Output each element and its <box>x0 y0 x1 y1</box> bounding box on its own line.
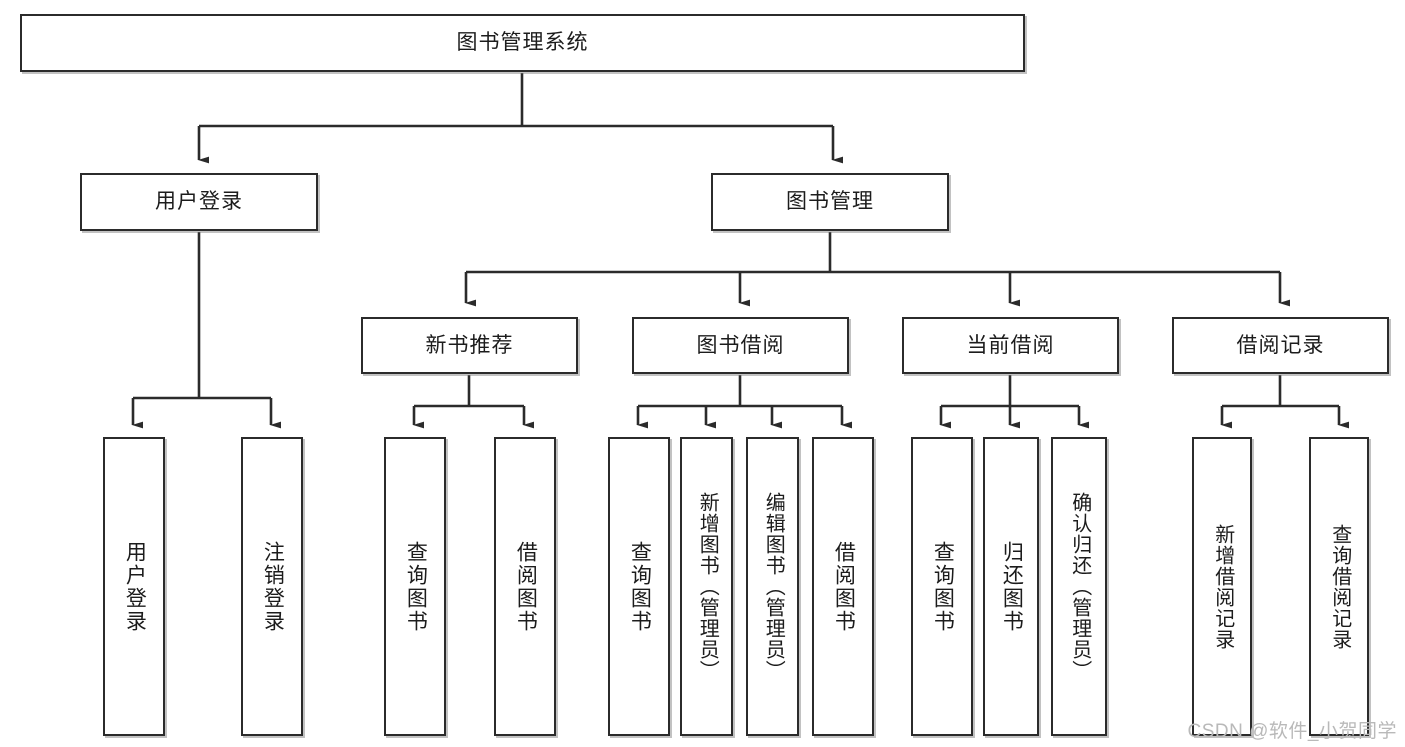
node-label: 新书推荐 <box>425 333 514 357</box>
node-label: 借阅图书 <box>514 540 538 633</box>
node-label: 查询图书 <box>628 540 652 633</box>
node-user-login[interactable]: 用户登录 <box>80 173 318 231</box>
node-new-book-recommend[interactable]: 新书推荐 <box>361 317 578 374</box>
leaf-confirm-return-admin[interactable]: 确认归还（管理员） <box>1051 437 1107 736</box>
node-borrow-record[interactable]: 借阅记录 <box>1172 317 1389 374</box>
node-label: 借阅图书 <box>832 540 856 633</box>
node-label: 新增借阅记录 <box>1211 523 1234 650</box>
node-label: 新增图书（管理员） <box>696 492 719 681</box>
leaf-edit-book-admin[interactable]: 编辑图书（管理员） <box>746 437 799 736</box>
node-label: 图书借阅 <box>696 333 785 357</box>
leaf-borrow-book[interactable]: 借阅图书 <box>812 437 874 736</box>
node-label: 当前借阅 <box>966 333 1055 357</box>
leaf-borrow-book-recommend[interactable]: 借阅图书 <box>494 437 556 736</box>
node-book-borrow[interactable]: 图书借阅 <box>632 317 849 374</box>
leaf-query-book-borrow[interactable]: 查询图书 <box>608 437 670 736</box>
csdn-watermark: CSDN @软件_小贺同学 <box>1187 721 1397 742</box>
leaf-return-book[interactable]: 归还图书 <box>983 437 1039 736</box>
node-label: 借阅记录 <box>1236 333 1325 357</box>
node-label: 注销登录 <box>261 540 285 633</box>
node-current-borrow[interactable]: 当前借阅 <box>902 317 1119 374</box>
node-label: 查询图书 <box>931 540 955 633</box>
node-label: 查询图书 <box>404 540 428 633</box>
leaf-query-book-recommend[interactable]: 查询图书 <box>384 437 446 736</box>
node-label: 用户登录 <box>123 540 147 633</box>
node-label: 查询借阅记录 <box>1328 523 1351 650</box>
node-label: 图书管理系统 <box>456 31 589 55</box>
leaf-add-borrow-record[interactable]: 新增借阅记录 <box>1192 437 1252 736</box>
node-label: 确认归还（管理员） <box>1068 492 1091 681</box>
node-root-system[interactable]: 图书管理系统 <box>20 14 1025 72</box>
node-book-management[interactable]: 图书管理 <box>711 173 949 231</box>
node-label: 图书管理 <box>786 190 874 214</box>
leaf-query-borrow-record[interactable]: 查询借阅记录 <box>1309 437 1369 736</box>
leaf-add-book-admin[interactable]: 新增图书（管理员） <box>680 437 733 736</box>
leaf-logout[interactable]: 注销登录 <box>241 437 303 736</box>
node-label: 编辑图书（管理员） <box>762 492 785 681</box>
leaf-query-book-current[interactable]: 查询图书 <box>911 437 973 736</box>
node-label: 归还图书 <box>1000 540 1024 633</box>
node-label: 用户登录 <box>155 190 243 214</box>
leaf-user-login[interactable]: 用户登录 <box>103 437 165 736</box>
